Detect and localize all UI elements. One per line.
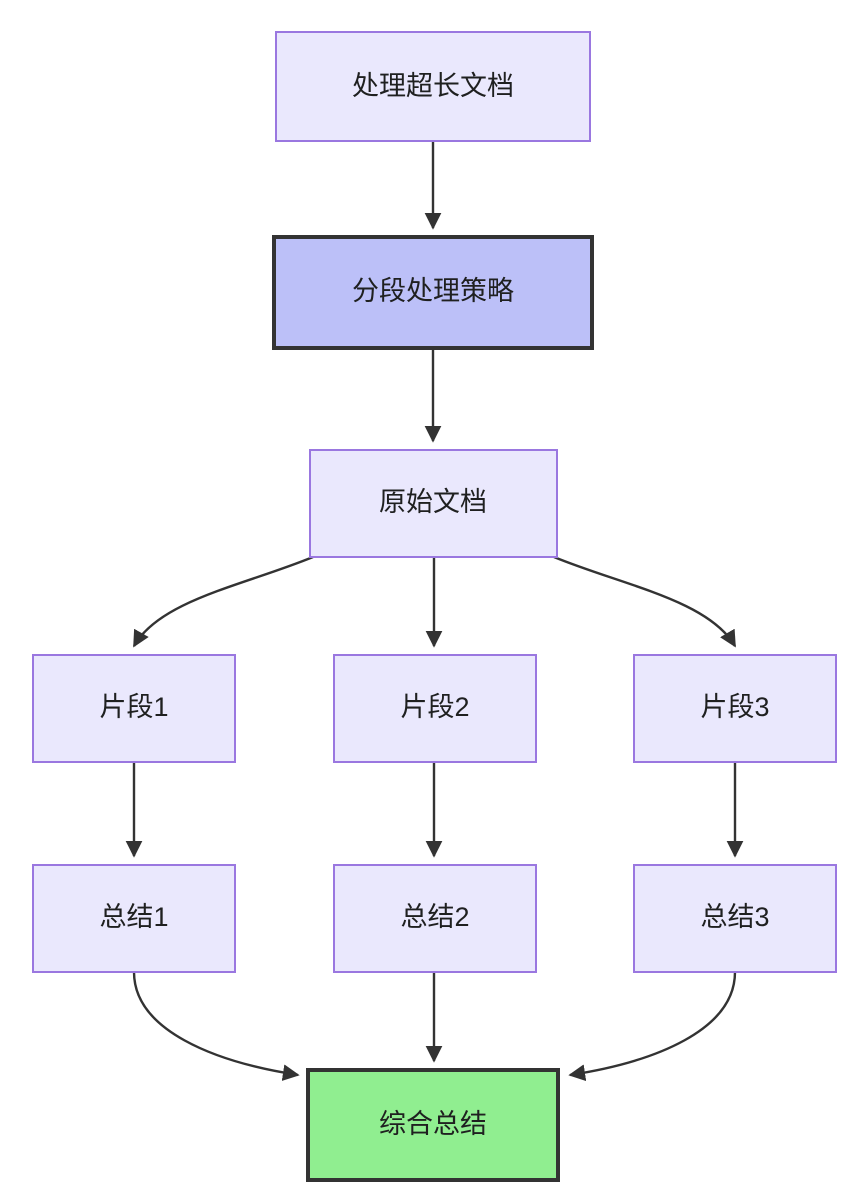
node-label-n2: 分段处理策略 bbox=[352, 276, 514, 306]
node-n8[interactable]: 总结2 bbox=[333, 864, 537, 973]
node-n10[interactable]: 综合总结 bbox=[306, 1068, 560, 1182]
node-label-n8: 总结2 bbox=[400, 902, 469, 932]
node-n5[interactable]: 片段2 bbox=[333, 654, 537, 763]
edge-n3-n4 bbox=[132, 555, 314, 648]
node-label-n7: 总结1 bbox=[99, 902, 168, 932]
node-label-n4: 片段1 bbox=[99, 692, 168, 722]
node-box-summary-1[interactable] bbox=[32, 864, 236, 973]
node-label-n10: 综合总结 bbox=[379, 1109, 487, 1139]
node-n7[interactable]: 总结1 bbox=[32, 864, 236, 973]
node-n6[interactable]: 片段3 bbox=[633, 654, 837, 763]
edge-n7-n10 bbox=[132, 971, 300, 1081]
node-label-n5: 片段2 bbox=[400, 692, 469, 722]
node-n4[interactable]: 片段1 bbox=[32, 654, 236, 763]
node-box-comprehensive-summary[interactable] bbox=[306, 1068, 560, 1182]
node-box-process-long-document[interactable] bbox=[275, 31, 591, 142]
node-label-n1: 处理超长文档 bbox=[352, 71, 514, 101]
node-box-fragment-2[interactable] bbox=[333, 654, 537, 763]
node-box-fragment-3[interactable] bbox=[633, 654, 837, 763]
edge-layer bbox=[125, 141, 744, 1082]
node-label-n3: 原始文档 bbox=[379, 487, 487, 517]
node-box-original-document[interactable] bbox=[309, 449, 558, 558]
node-n3[interactable]: 原始文档 bbox=[309, 449, 558, 558]
node-box-summary-3[interactable] bbox=[633, 864, 837, 973]
node-n2[interactable]: 分段处理策略 bbox=[272, 235, 594, 350]
node-box-fragment-1[interactable] bbox=[32, 654, 236, 763]
node-label-n9: 总结3 bbox=[700, 902, 769, 932]
node-box-chunking-strategy[interactable] bbox=[272, 235, 594, 350]
node-box-summary-2[interactable] bbox=[333, 864, 537, 973]
node-label-n6: 片段3 bbox=[700, 692, 769, 722]
node-n1[interactable]: 处理超长文档 bbox=[275, 31, 591, 142]
edge-n3-n6 bbox=[553, 555, 737, 648]
edge-n9-n10 bbox=[568, 971, 737, 1082]
node-n9[interactable]: 总结3 bbox=[633, 864, 837, 973]
